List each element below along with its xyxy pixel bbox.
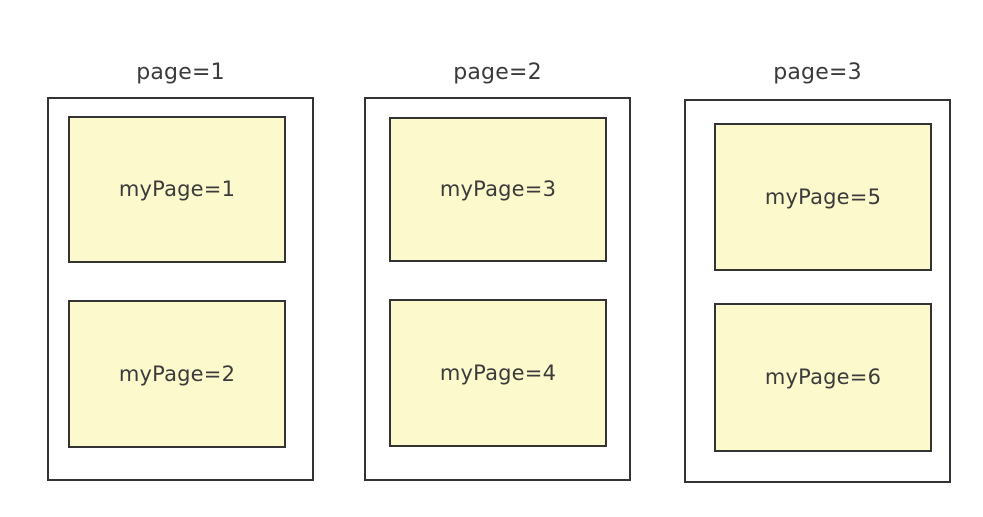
mypage-box-label-4: myPage=4 <box>439 360 557 385</box>
mypage-box-label-5: myPage=5 <box>764 184 882 209</box>
mypage-box-label-2: myPage=2 <box>118 361 236 386</box>
page-group-label-2: page=2 <box>453 60 542 85</box>
mypage-box-6: myPage=6 <box>714 303 932 452</box>
mypage-box-label-1: myPage=1 <box>118 177 236 201</box>
mypage-box-4: myPage=4 <box>389 299 607 447</box>
mypage-box-label-3: myPage=3 <box>439 177 557 201</box>
mypage-box-3: myPage=3 <box>389 117 607 262</box>
page-group-label-3: page=3 <box>773 60 862 85</box>
mypage-box-1: myPage=1 <box>68 116 286 263</box>
mypage-box-2: myPage=2 <box>68 300 286 448</box>
mypage-box-label-6: myPage=6 <box>764 365 882 389</box>
page-group-label-1: page=1 <box>136 60 225 85</box>
mypage-box-5: myPage=5 <box>714 123 932 271</box>
